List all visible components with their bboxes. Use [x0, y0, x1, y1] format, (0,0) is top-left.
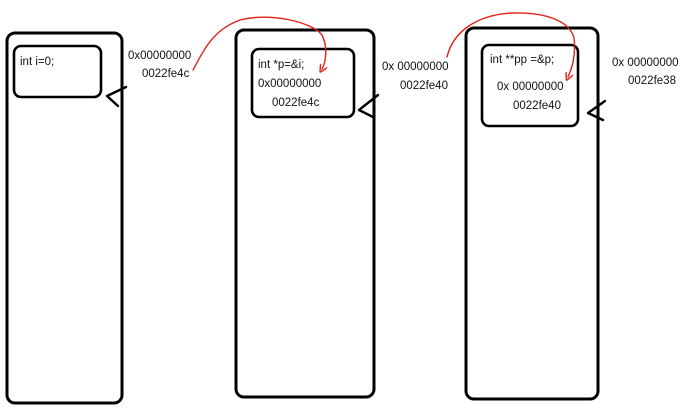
address-pointer-arrow-i: [105, 85, 128, 108]
reference-arrow-p-to-i: [192, 16, 326, 70]
address-label-pp-line-1: 0x 00000000: [612, 57, 679, 69]
variable-box-pp: [480, 43, 580, 128]
value-label-pp-line-2: 0022fe40: [513, 100, 561, 112]
variable-box-i: [12, 44, 103, 99]
value-label-pp-line-1: 0x 00000000: [497, 81, 564, 93]
address-label-i-line-2: 0022fe4c: [142, 68, 190, 80]
address-label-p-line-1: 0x 00000000: [382, 61, 449, 73]
code-label-p: int *p=&i;: [258, 59, 305, 71]
address-label-p-line-2: 0022fe40: [400, 80, 448, 92]
address-pointer-arrow-pp: [586, 99, 607, 122]
memory-block-i: [5, 31, 124, 405]
code-label-i: int i=0;: [20, 56, 55, 68]
value-label-p-line-1: 0x00000000: [258, 78, 322, 90]
reference-arrow-pp-to-p: [446, 12, 576, 77]
variable-box-p: [250, 47, 356, 119]
code-label-pp: int **pp =&p;: [490, 54, 555, 66]
memory-block-p: [234, 28, 376, 399]
address-pointer-arrow-p: [357, 93, 380, 119]
address-label-i-line-1: 0x00000000: [128, 50, 192, 62]
memory-block-pp: [464, 26, 600, 401]
value-label-p-line-2: 0022fe4c: [272, 97, 320, 109]
address-label-pp-line-2: 0022fe38: [628, 75, 676, 87]
